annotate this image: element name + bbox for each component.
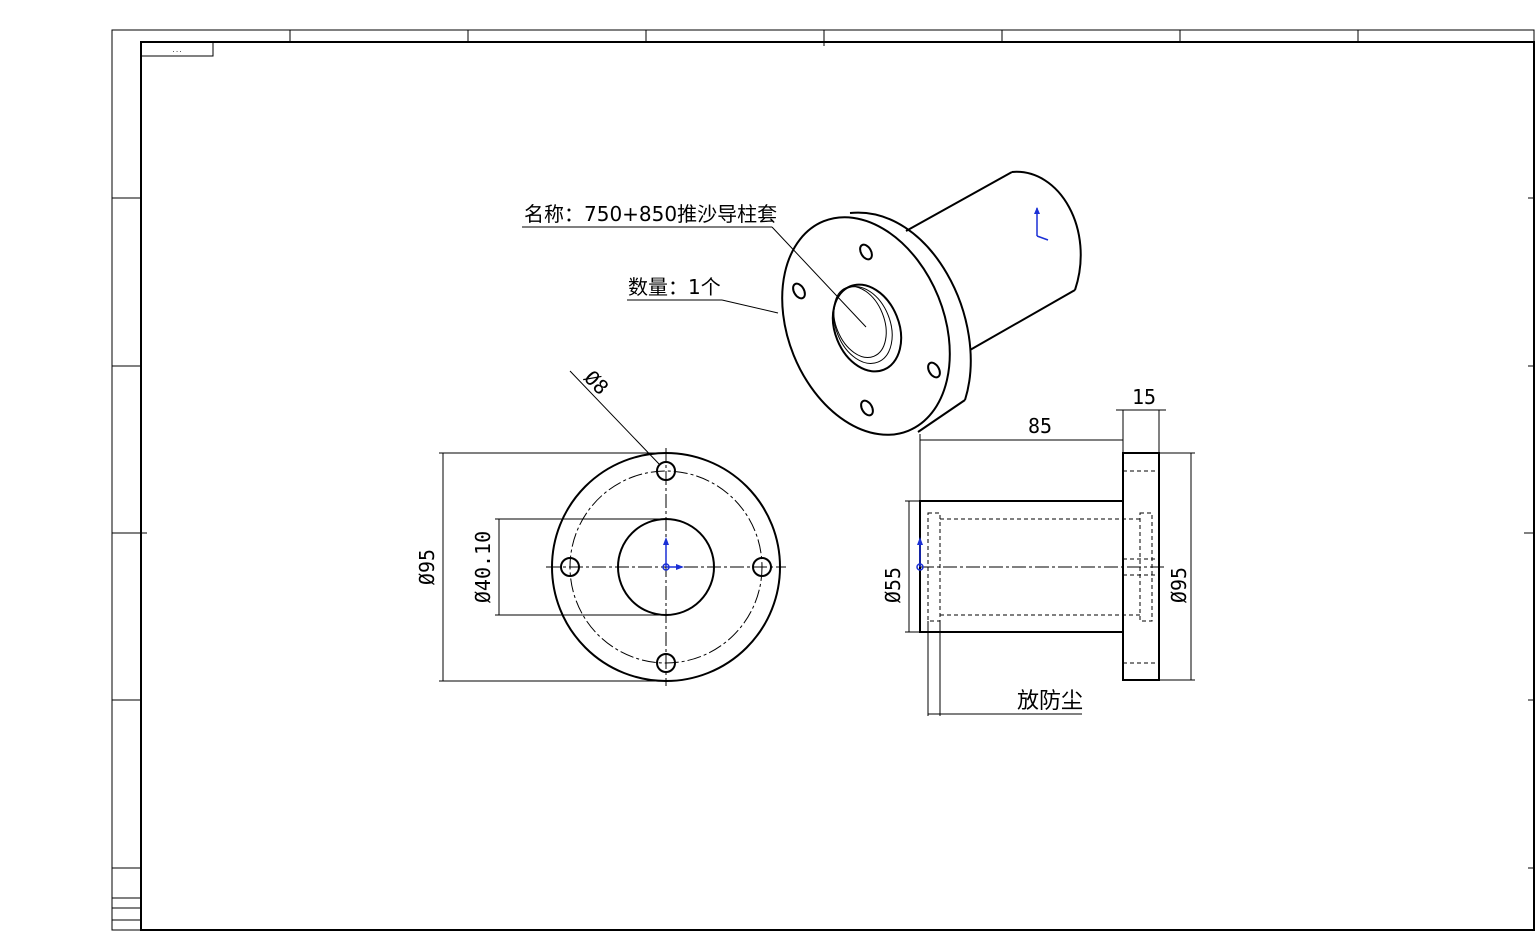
- sheet-frame: ...: [111, 29, 1535, 931]
- hole-dia-label: Ø8: [579, 366, 613, 400]
- dust-note-label: 放防尘: [1017, 689, 1083, 714]
- front-view: Ø8 Ø95 Ø40.10: [415, 366, 786, 686]
- annotation-quantity: 数量：1个: [627, 275, 779, 314]
- isometric-view: [781, 170, 1082, 436]
- outer-dia-left-label: Ø95: [415, 549, 439, 585]
- length-label: 85: [1028, 414, 1052, 438]
- axis-marker-front: [662, 537, 684, 571]
- inner-dia-label: Ø40.10: [471, 531, 495, 603]
- title-block-label: ...: [172, 47, 183, 54]
- flange-thickness-label: 15: [1132, 385, 1156, 409]
- part-name-label: 名称：750+850推沙导柱套: [524, 202, 777, 226]
- outer-dia-right-label: Ø95: [1167, 567, 1191, 603]
- axis-marker-side: [916, 537, 924, 571]
- body-dia-label: Ø55: [881, 567, 905, 603]
- annotation-name: 名称：750+850推沙导柱套: [522, 202, 867, 328]
- quantity-label: 数量：1个: [628, 275, 721, 299]
- side-view: 85 15 Ø55 Ø95 放防尘: [881, 385, 1195, 716]
- axis-marker-iso: [1034, 207, 1049, 241]
